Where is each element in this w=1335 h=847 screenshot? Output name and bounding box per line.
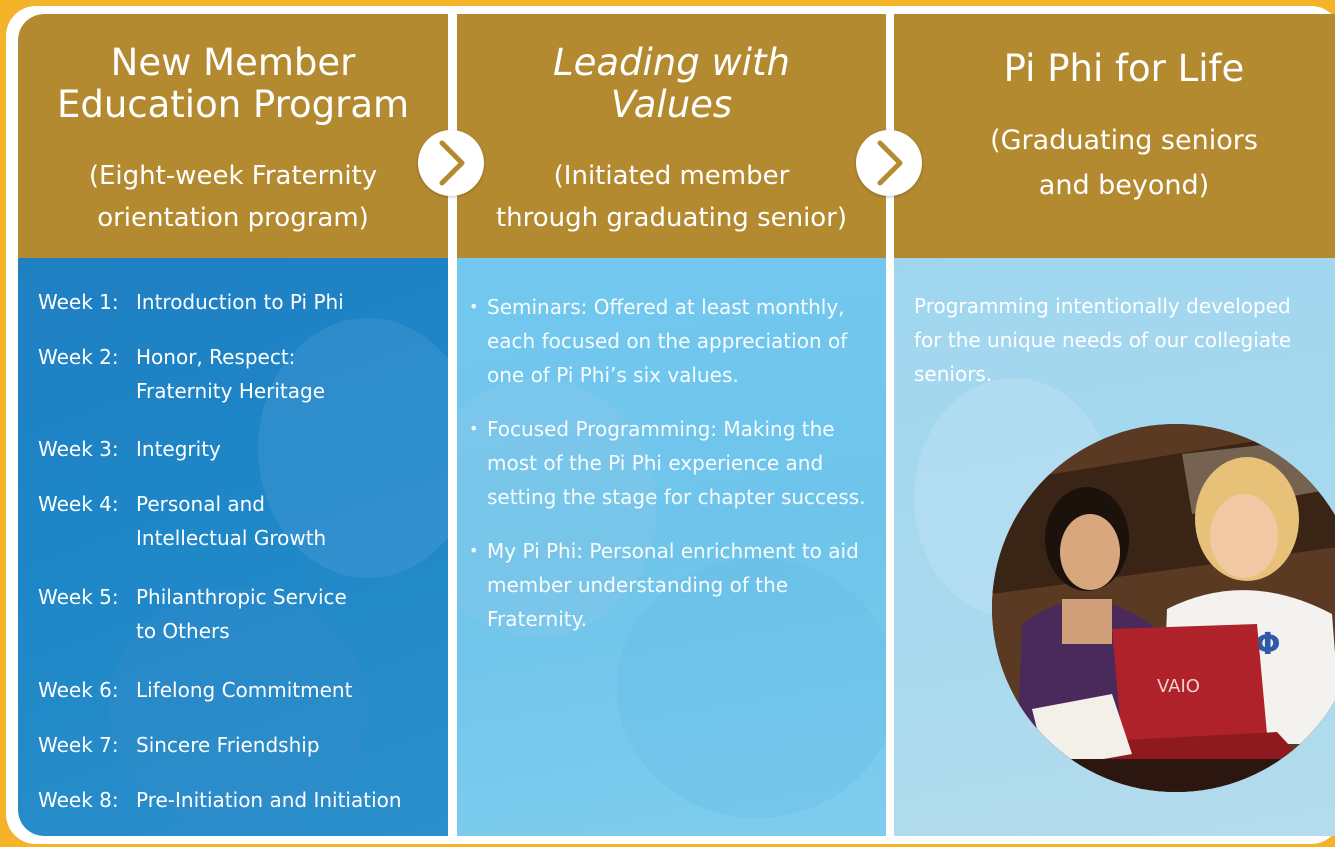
- week-title: Lifelong Commitment: [136, 678, 353, 702]
- title-line: Education Program: [56, 83, 410, 126]
- bullet-icon: •: [469, 419, 479, 438]
- column-leading-with-values: Leading with Values (Initiated member th…: [457, 14, 886, 836]
- program-description: Programming intentionally developed for …: [914, 294, 1292, 386]
- week-item: Week 4: Personal and Intellectual Growth: [38, 487, 448, 555]
- chevron-right-icon: [439, 140, 465, 186]
- column-body: Week 1: Introduction to Pi Phi Week 2: H…: [18, 258, 448, 836]
- week-title: Honor, Respect:: [136, 345, 296, 369]
- column-new-member-education: New Member Education Program (Eight-week…: [18, 14, 448, 836]
- photo-overlay: [108, 588, 368, 828]
- week-label: Week 3:: [38, 437, 119, 461]
- subtitle-line: (Initiated member: [553, 161, 790, 191]
- photo-overlay: [457, 378, 657, 638]
- week-item: Week 2: Honor, Respect: Fraternity Herit…: [38, 340, 448, 408]
- week-title: Pre-Initiation and Initiation: [136, 788, 402, 812]
- week-item: Week 7: Sincere Friendship: [38, 728, 448, 762]
- arrow-connector: [418, 130, 484, 196]
- bullet-icon: •: [469, 297, 479, 316]
- laptop-logo: VAIO: [1157, 676, 1200, 697]
- column-title: Leading with Values: [457, 42, 886, 126]
- title-line: Leading with: [552, 41, 790, 84]
- week-item: Week 1: Introduction to Pi Phi: [38, 285, 448, 319]
- column-header: Pi Phi for Life (Graduating seniors and …: [894, 14, 1335, 258]
- subtitle-line: orientation program): [97, 203, 369, 233]
- week-item: Week 6: Lifelong Commitment: [38, 673, 448, 707]
- week-item: Week 8: Pre-Initiation and Initiation: [38, 783, 448, 817]
- arrow-connector: [856, 130, 922, 196]
- week-title: Introduction to Pi Phi: [136, 290, 344, 314]
- week-label: Week 6:: [38, 678, 119, 702]
- bullet-icon: •: [469, 541, 479, 560]
- bullet-text: My Pi Phi: Personal enrichment to aid me…: [487, 539, 859, 631]
- week-title: to Others: [136, 619, 230, 643]
- bullet-text: Seminars: Offered at least monthly, each…: [487, 295, 848, 387]
- week-title: Philanthropic Service: [136, 585, 347, 609]
- column-subtitle: (Initiated member through graduating sen…: [457, 155, 886, 239]
- chevron-right-icon: [877, 140, 903, 186]
- week-title: Intellectual Growth: [136, 526, 327, 550]
- list-item: • My Pi Phi: Personal enrichment to aid …: [469, 534, 872, 636]
- week-item: Week 3: Integrity: [38, 432, 448, 466]
- column-body: • Seminars: Offered at least monthly, ea…: [457, 258, 886, 836]
- subtitle-line: and beyond): [1038, 170, 1210, 201]
- week-item: Week 5: Philanthropic Service to Others: [38, 580, 448, 648]
- title-line: Values: [610, 83, 733, 126]
- subtitle-line: (Graduating seniors: [990, 125, 1258, 156]
- week-label: Week 7:: [38, 733, 119, 757]
- title-line: New Member: [110, 41, 356, 84]
- week-label: Week 1:: [38, 290, 119, 314]
- week-label: Week 2:: [38, 345, 119, 369]
- list-item: • Focused Programming: Making the most o…: [469, 412, 872, 514]
- column-header: New Member Education Program (Eight-week…: [18, 14, 448, 258]
- week-label: Week 5:: [38, 585, 119, 609]
- week-title: Sincere Friendship: [136, 733, 320, 757]
- list-item: • Seminars: Offered at least monthly, ea…: [469, 290, 872, 392]
- subtitle-line: (Eight-week Fraternity: [88, 161, 378, 191]
- bullet-list: • Seminars: Offered at least monthly, ea…: [457, 290, 886, 636]
- week-title: Integrity: [136, 437, 221, 461]
- photo-overlay: [258, 318, 448, 578]
- bullet-text: Focused Programming: Making the most of …: [487, 417, 866, 509]
- week-title: Personal and: [136, 492, 266, 516]
- week-label: Week 4:: [38, 492, 119, 516]
- column-subtitle: (Graduating seniors and beyond): [894, 118, 1335, 208]
- week-title: Fraternity Heritage: [136, 379, 326, 403]
- column-header: Leading with Values (Initiated member th…: [457, 14, 886, 258]
- week-label: Week 8:: [38, 788, 119, 812]
- column-title: Pi Phi for Life: [1003, 47, 1245, 90]
- column-subtitle: (Eight-week Fraternity orientation progr…: [18, 155, 448, 239]
- subtitle-line: through graduating senior): [495, 203, 848, 233]
- column-title: New Member Education Program: [18, 42, 448, 126]
- photo-overlay: [617, 558, 886, 818]
